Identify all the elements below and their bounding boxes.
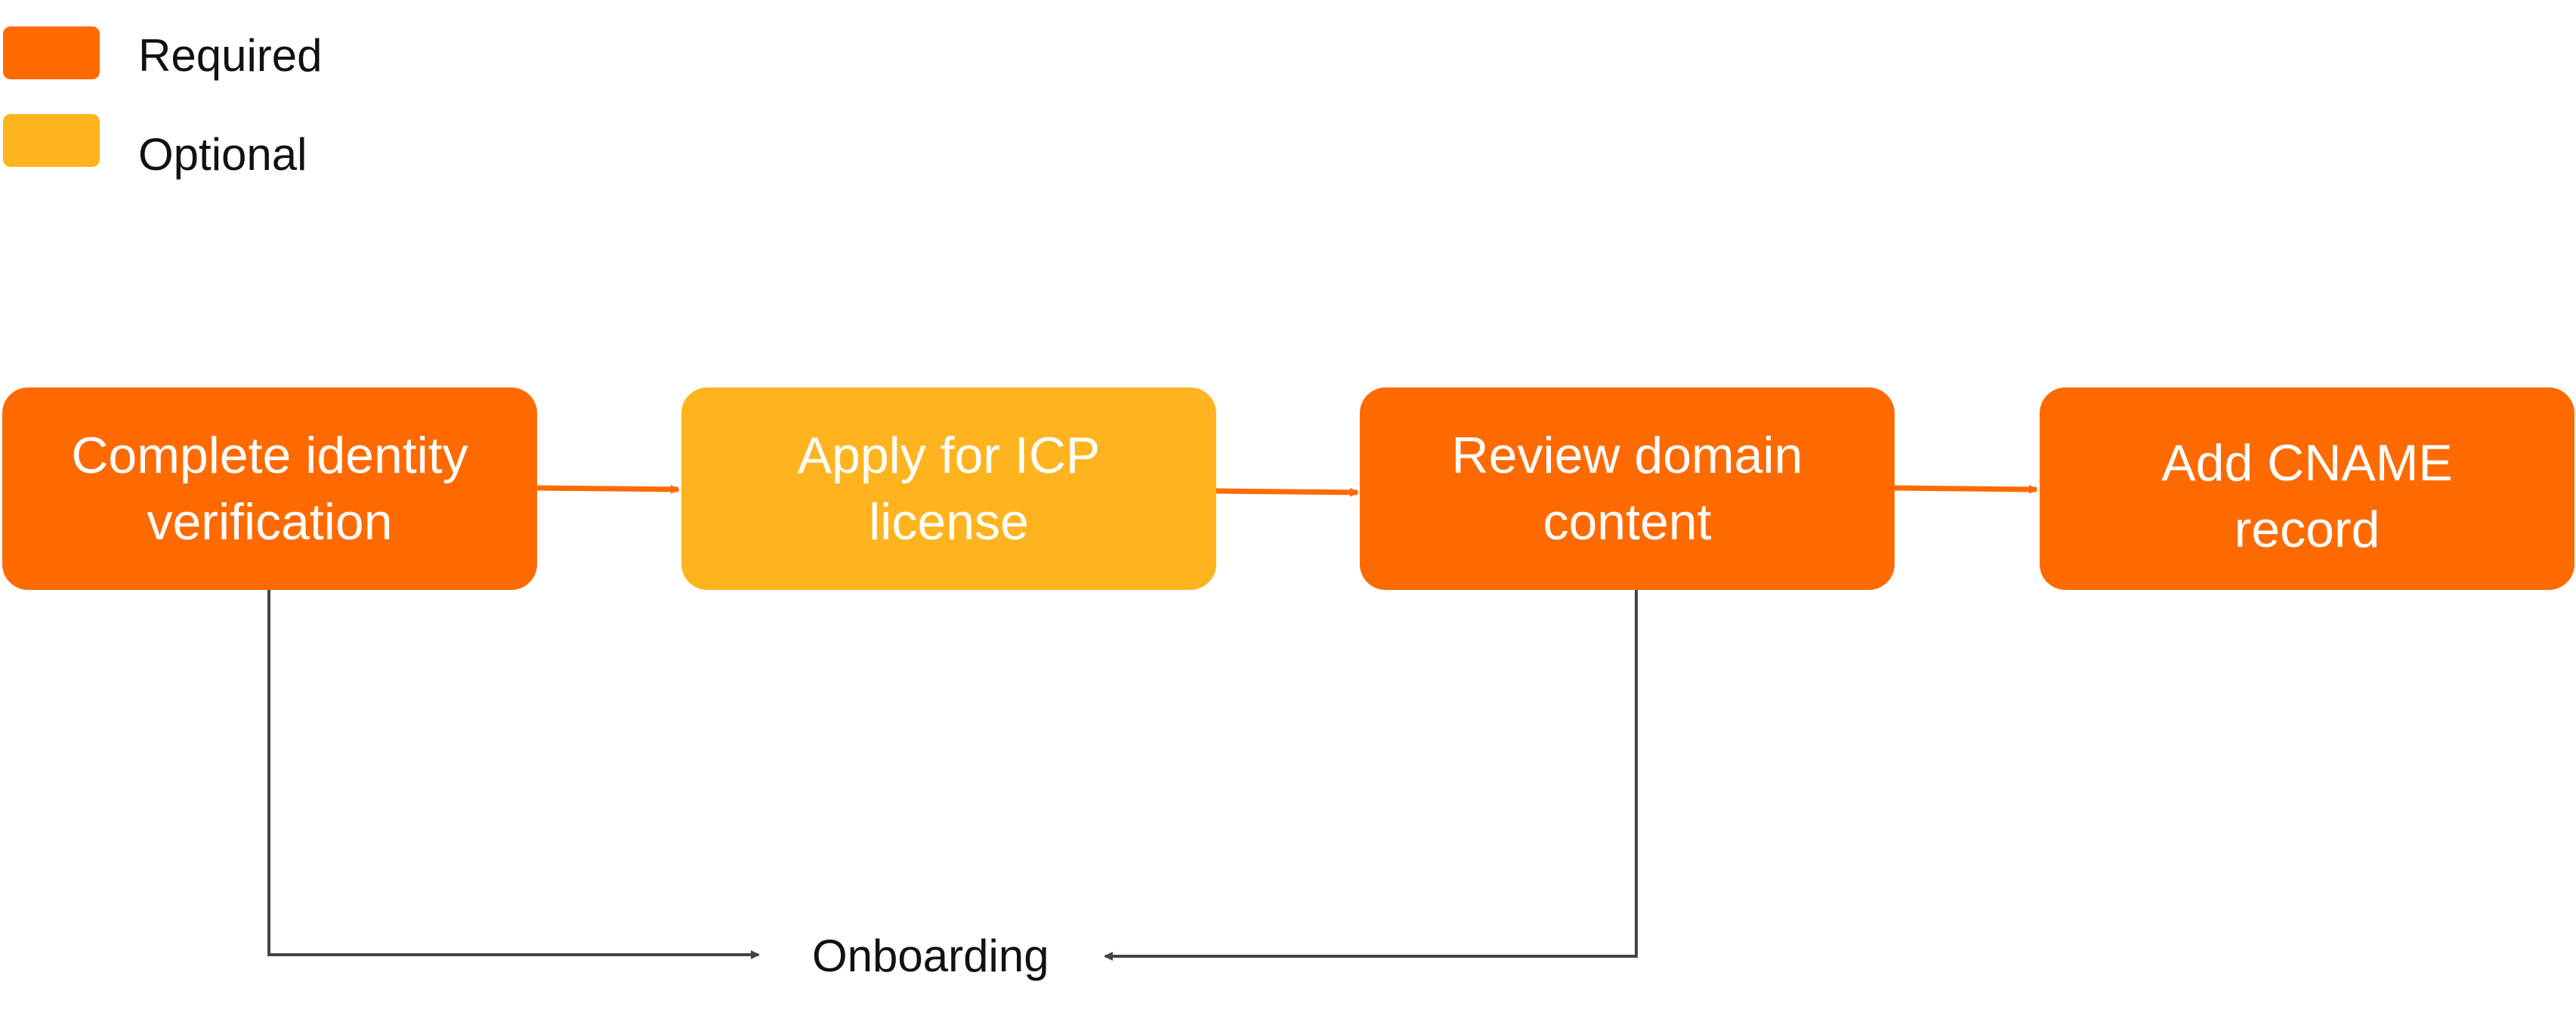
arrow-step1-to-step2 — [536, 484, 680, 494]
connector-step3-to-onboarding — [1104, 590, 1638, 961]
legend-label-required: Required — [138, 30, 323, 81]
legend-swatch-required — [3, 26, 100, 79]
step-label: Review domain content — [1451, 427, 1803, 551]
step-review-domain-content: Review domain content — [1360, 387, 1895, 590]
connector-step1-to-onboarding — [267, 590, 760, 959]
step-complete-identity-verification: Complete identity verification — [2, 387, 537, 590]
arrow-step3-to-step4 — [1892, 484, 2038, 494]
step-add-cname-record: Add CNAME record — [2040, 387, 2574, 590]
step-label: Apply for ICP license — [797, 427, 1101, 551]
onboarding-label: Onboarding — [812, 931, 1049, 981]
step-label: Complete identity verification — [71, 427, 468, 551]
legend-label-optional: Optional — [138, 129, 307, 180]
legend-swatch-optional — [3, 114, 100, 167]
step-label: Add CNAME record — [2161, 434, 2453, 558]
arrow-step2-to-step3 — [1213, 487, 1359, 497]
step-apply-for-icp-license: Apply for ICP license — [681, 387, 1216, 590]
